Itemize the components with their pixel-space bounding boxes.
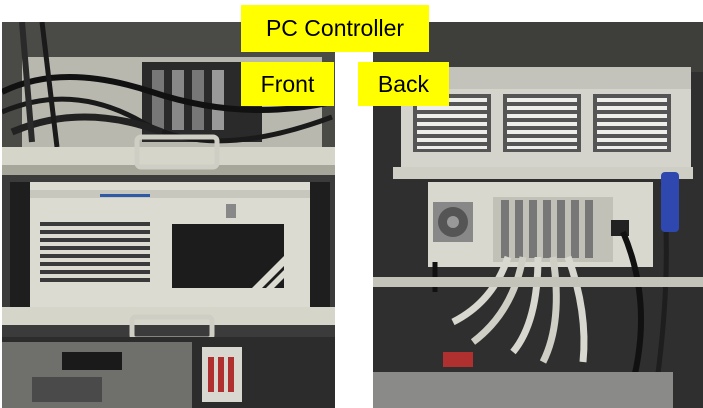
front-label: Front	[241, 62, 334, 106]
pc-controller-title-label: PC Controller	[241, 5, 429, 52]
back-label: Back	[358, 62, 449, 106]
